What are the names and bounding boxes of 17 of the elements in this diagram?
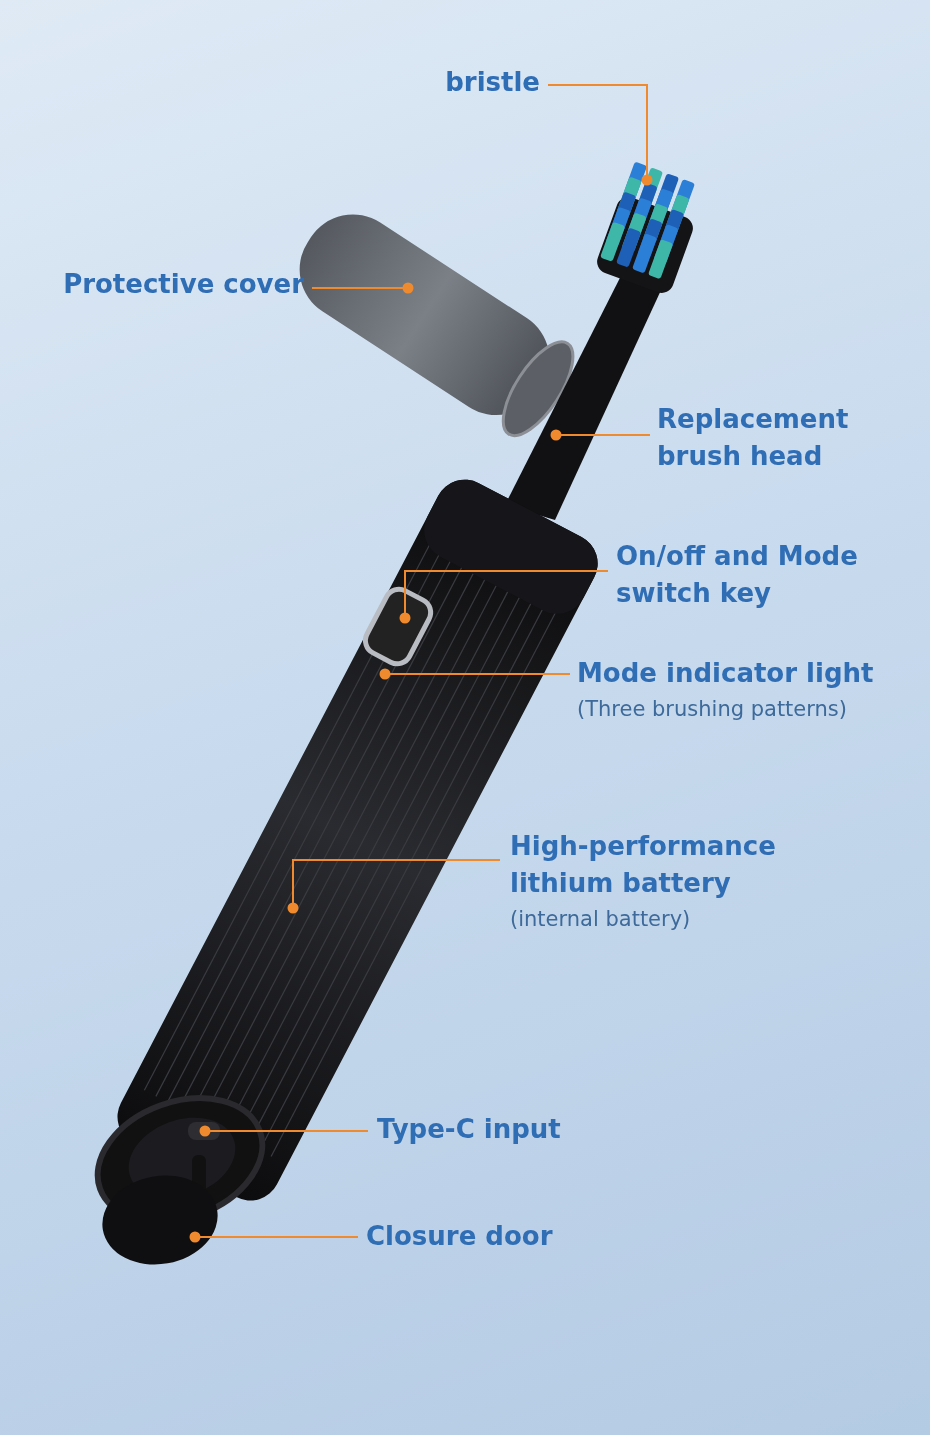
part-label: High-performance lithium battery <box>510 830 777 900</box>
part-label: Closure door <box>366 1220 553 1253</box>
leader-line <box>379 668 571 680</box>
part-note: (Three brushing patterns) <box>577 696 848 723</box>
part-label: bristle <box>445 66 540 99</box>
leader-line <box>199 1125 369 1137</box>
part-label: Type-C input <box>377 1113 561 1146</box>
leader-line <box>547 84 653 186</box>
part-label: On/off and Mode switch key <box>616 540 859 610</box>
leader-line <box>550 429 651 441</box>
leader-line <box>189 1231 359 1243</box>
part-label: Replacement brush head <box>657 403 850 473</box>
leader-line <box>311 282 414 294</box>
part-label: Mode indicator light <box>577 657 874 690</box>
part-note: (internal battery) <box>510 906 692 933</box>
leader-line <box>287 859 501 914</box>
part-label: Protective cover <box>63 268 304 301</box>
